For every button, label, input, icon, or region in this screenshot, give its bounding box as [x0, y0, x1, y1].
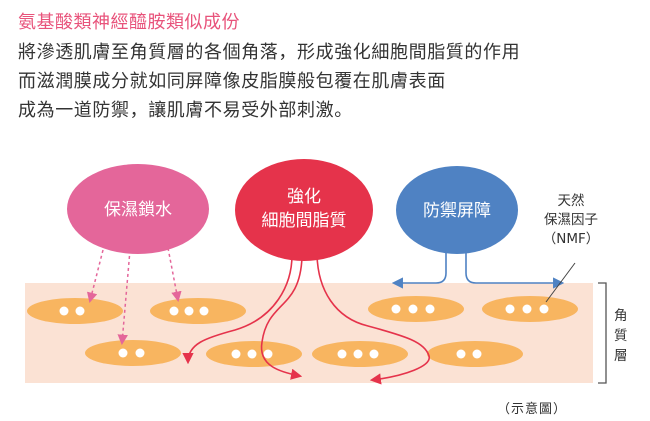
bubble-lipid-line2: 細胞間脂質	[262, 211, 347, 231]
bubble-barrier: 防禦屏障	[396, 166, 518, 254]
heading-title: 氨基酸類神經醯胺類似成份	[18, 12, 240, 33]
barrier-arrows	[391, 253, 565, 289]
bubble-moisture: 保濕鎖水	[67, 164, 209, 254]
lipid-arrows	[182, 254, 430, 385]
cell	[27, 298, 123, 324]
nmf-label-2: 保濕因子	[544, 212, 598, 228]
stratum-bracket	[598, 282, 607, 384]
stratum-label-2: 質	[614, 328, 628, 344]
cell	[85, 340, 181, 366]
nmf-label-3: （NMF）	[543, 231, 600, 247]
stratum-label-1: 角	[614, 308, 628, 324]
cell	[427, 341, 523, 367]
nmf-label-1: 天然	[558, 192, 585, 209]
description-line-3: 成為一道防禦，讓肌膚不易受外部刺激。	[18, 100, 353, 121]
stratum-label-3: 層	[614, 348, 628, 364]
bubble-barrier-label: 防禦屏障	[423, 201, 491, 221]
bubble-lipid-line1: 強化	[287, 187, 321, 207]
cell-row-top	[27, 296, 578, 324]
description-line-2: 而滋潤膜成分就如同屏障像皮脂膜般包覆在肌膚表面	[18, 71, 446, 92]
cell	[482, 296, 578, 322]
bubble-lipid: 強化 細胞間脂質	[235, 159, 373, 261]
nmf-pointer	[545, 262, 576, 303]
cell	[312, 341, 408, 367]
caption-diagram-note: （示意圖）	[497, 402, 568, 417]
cell-row-bottom	[85, 340, 523, 367]
cell	[206, 341, 302, 367]
cell	[150, 298, 246, 324]
description-line-1: 將滲透肌膚至角質層的各個角落，形成強化細胞間脂質的作用	[18, 42, 521, 63]
cell	[368, 296, 464, 322]
bubble-moisture-label: 保濕鎖水	[104, 200, 172, 220]
moisture-arrows	[86, 247, 182, 346]
